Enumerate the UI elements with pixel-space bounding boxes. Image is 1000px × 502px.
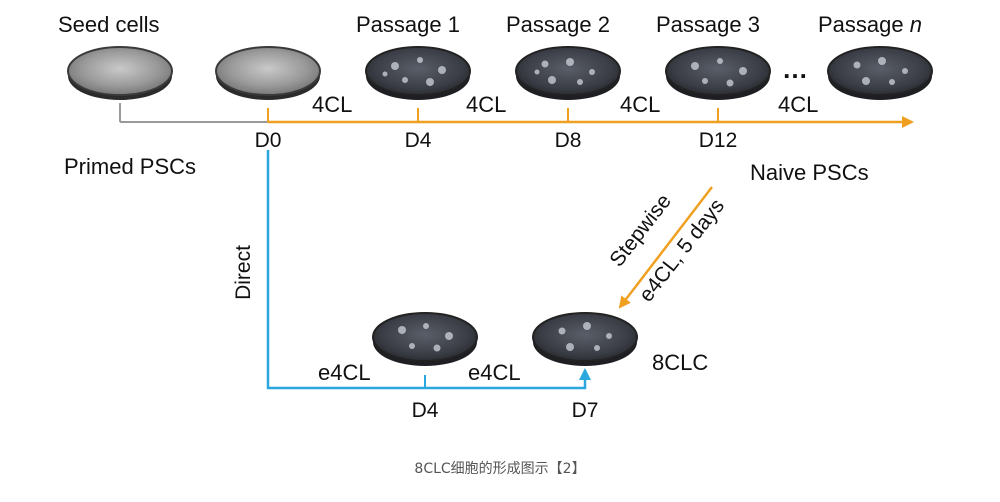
stepwise-orange-arrow (618, 186, 713, 309)
label-passage-n-prefix: Passage (818, 12, 910, 37)
figure-caption: 8CLC细胞的形成图示【2】 (414, 461, 586, 477)
label-naive-pscs: Naive PSCs (750, 160, 869, 185)
label-primed-pscs: Primed PSCs (64, 154, 197, 179)
label-day-d12: D12 (698, 129, 738, 152)
dish-direct-d4 (372, 312, 478, 366)
label-day-d8: D8 (554, 129, 582, 152)
label-day-d0: D0 (254, 129, 282, 152)
label-medium-bottom-1: e4CL (318, 360, 371, 385)
label-passage-1: Passage 1 (356, 12, 460, 37)
label-direct: Direct (231, 245, 255, 300)
dish-8clc (532, 312, 638, 366)
label-passage-3: Passage 3 (656, 12, 760, 37)
label-medium-top-1: 4CL (312, 92, 353, 117)
label-passage-n-var: n (909, 12, 922, 37)
dish-seed-2 (215, 46, 321, 100)
label-seed-cells: Seed cells (58, 12, 160, 37)
label-medium-bottom-2: e4CL (468, 360, 521, 385)
label-ellipsis: … (782, 54, 808, 84)
label-passage-2: Passage 2 (506, 12, 610, 37)
label-medium-top-2: 4CL (466, 92, 507, 117)
label-8clc: 8CLC (652, 350, 709, 375)
direct-blue-path (266, 150, 591, 390)
dish-seed-1 (67, 46, 173, 100)
dish-passage-n (827, 46, 933, 100)
label-passage-n: Passage n (818, 14, 922, 36)
label-medium-top-4: 4CL (778, 92, 819, 117)
dish-passage-3 (665, 46, 771, 100)
label-bottom-d4: D4 (411, 399, 439, 422)
dish-passage-1 (365, 46, 471, 100)
label-bottom-d7: D7 (571, 399, 599, 422)
label-medium-top-3: 4CL (620, 92, 661, 117)
dish-passage-2 (515, 46, 621, 100)
label-day-d4: D4 (404, 129, 432, 152)
